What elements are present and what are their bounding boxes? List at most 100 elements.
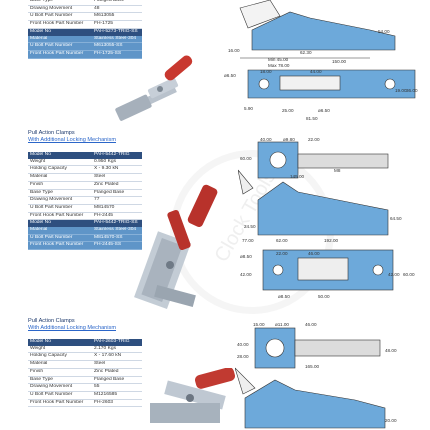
spec-value: X - 9.30 kN [92, 165, 142, 175]
spec-value: Steel [92, 173, 142, 182]
svg-text:46.00: 46.00 [308, 251, 320, 256]
spec-value: M1216585 [92, 391, 142, 400]
svg-text:ø8.50: ø8.50 [240, 254, 252, 259]
spec-label: Weight [28, 345, 92, 354]
svg-text:ø8.50: ø8.50 [278, 294, 290, 299]
svg-text:54.00: 54.00 [378, 29, 390, 34]
spec-label: Model No [28, 339, 92, 346]
drawing-3: 15.00 ø11.00 46.00 40.00 28.00 48.00 165… [235, 322, 397, 429]
svg-text:24.50: 24.50 [244, 224, 256, 229]
spec-label: U Bolt Part Number [28, 234, 92, 243]
spec-value: 0.950 Kgs [92, 158, 142, 167]
spec-label: Base Type [28, 0, 92, 6]
svg-text:40.00: 40.00 [237, 342, 249, 347]
spec-label: Drawing Movement [28, 383, 92, 392]
section2-subtitle[interactable]: With Additional Locking Mechanism [28, 137, 116, 143]
svg-text:145.00: 145.00 [290, 174, 304, 179]
spec-label: Material [28, 227, 92, 235]
svg-text:5.90: 5.90 [244, 106, 253, 111]
section3-title: Pull Action Clamps [28, 318, 75, 324]
spec-label: Front Hook Part Number [28, 241, 92, 251]
spec-value: FH-2603 [92, 399, 142, 408]
section-title-2: Pull Action Clamps With Additional Locki… [28, 130, 116, 144]
clamp-photo-1 [115, 55, 193, 121]
spec-label: Model No [28, 28, 92, 36]
spec-value: Steel [92, 360, 142, 369]
spec-label: U Bolt Part Number [28, 42, 92, 51]
section3-subtitle[interactable]: With Additional Locking Mechanism [28, 325, 116, 331]
svg-text:40.00: 40.00 [260, 137, 272, 142]
spec-label: Material [28, 360, 92, 369]
drawing-1: 54.00 16.00 62.30 Min 45.00 Max 78.00 15… [224, 0, 418, 121]
spec-value: PAH-5442-TRIG-SS [92, 219, 142, 228]
svg-text:20.00: 20.00 [385, 418, 397, 423]
spec-value: Flanged Base [92, 0, 142, 6]
svg-text:48.00: 48.00 [385, 348, 397, 353]
svg-text:ø9.80: ø9.80 [283, 137, 295, 142]
svg-text:22.00: 22.00 [276, 251, 288, 256]
spec-label: Weight [28, 158, 92, 167]
spec-label: Base Type [28, 376, 92, 385]
spec-label: U Bolt Part Number [28, 12, 92, 22]
spec-label: Front Hook Part Number [28, 212, 92, 221]
clamp-photo-3 [150, 368, 236, 423]
spec-value: FH-1725-SS [92, 50, 142, 59]
spec-label: Holding Capacity [28, 165, 92, 175]
svg-text:22.00: 22.00 [308, 137, 320, 142]
svg-text:62.30: 62.30 [300, 50, 312, 55]
spec-value: M814570 [92, 204, 142, 213]
svg-text:81.50: 81.50 [306, 116, 318, 121]
drawing-2: 40.00 ø9.80 22.00 60.00 M8 145.00 24.50 … [238, 137, 415, 299]
spec-value: PAH-2603-TRIG [92, 339, 142, 346]
spec-label: U Bolt Part Number [28, 391, 92, 400]
spec-value: Zinc Plated [92, 368, 142, 377]
spec-value: Zinc Plated [92, 181, 142, 190]
svg-text:ø6.50: ø6.50 [224, 73, 236, 78]
svg-text:Min 45.00: Min 45.00 [268, 57, 289, 62]
svg-text:Max 78.00: Max 78.00 [268, 63, 290, 68]
spec-value: FH-2445-SS [92, 241, 142, 251]
spec-label: Model No [28, 152, 92, 159]
svg-text:ø11.00: ø11.00 [275, 322, 289, 327]
spec-value: M613055 [92, 12, 142, 22]
spec-value: Stainless Steel-304 [92, 227, 142, 235]
spec-value: Flanged Base [92, 376, 142, 385]
spec-value: Flanged Base [92, 189, 142, 198]
spec-value: 55 [92, 383, 142, 392]
svg-text:28.00: 28.00 [237, 354, 249, 359]
spec-label: Front Hook Part Number [28, 50, 92, 59]
svg-text:62.00: 62.00 [276, 238, 288, 243]
spec-value: PAH-5442-TRIG [92, 152, 142, 159]
svg-text:42.00: 42.00 [240, 272, 252, 277]
svg-text:18.00: 18.00 [260, 69, 272, 74]
spec-label: Drawing Movement [28, 5, 92, 14]
spec-label: Front Hook Part Number [28, 20, 92, 29]
spec-label: Material [28, 173, 92, 182]
spec-value: 48 [92, 5, 142, 14]
